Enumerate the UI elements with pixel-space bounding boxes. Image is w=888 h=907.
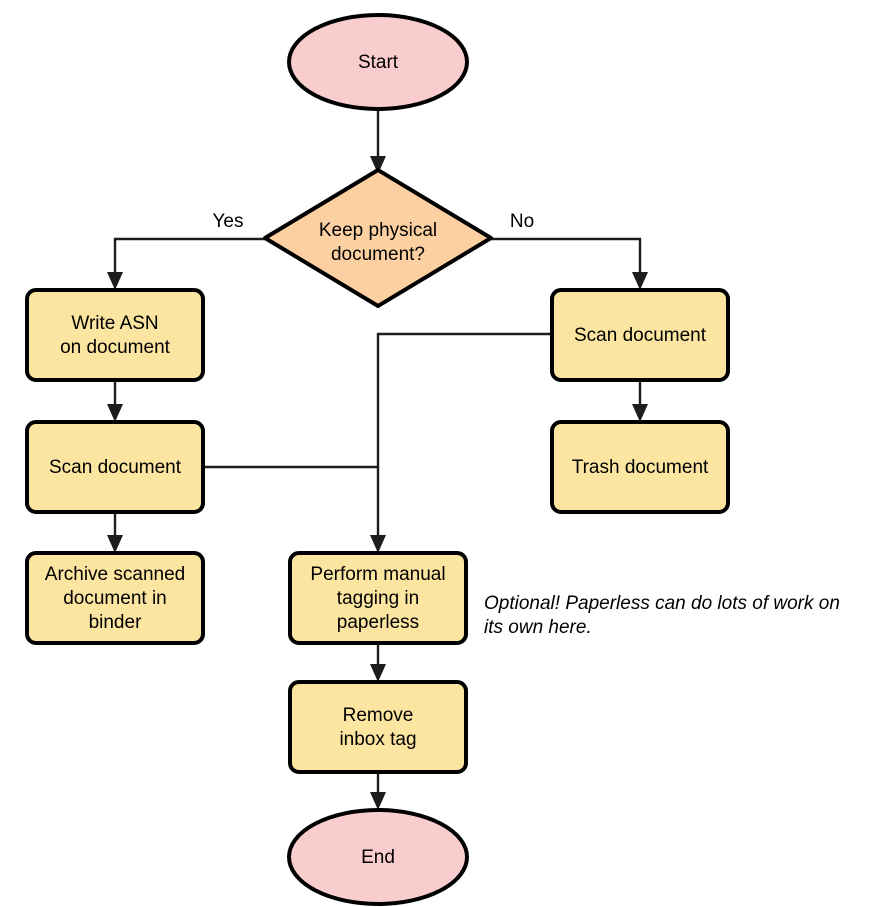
edge-line xyxy=(491,237,642,279)
node-scan-document-left[interactable]: Scan document xyxy=(25,420,205,514)
node-archive-binder-label-line2: document in xyxy=(63,588,167,609)
node-scan-document-left-shape[interactable] xyxy=(25,420,205,514)
node-write-asn-shape[interactable] xyxy=(25,288,205,382)
edge-start-to-decision xyxy=(370,110,386,174)
node-manual-tagging[interactable]: Perform manual tagging in paperless xyxy=(288,551,468,645)
node-write-asn[interactable]: Write ASN on document xyxy=(25,288,205,382)
edge-decision-yes-to-write-asn: Yes xyxy=(107,211,265,290)
node-write-asn-label-line2: on document xyxy=(60,337,171,358)
edge-manual-tagging-to-remove-inbox-tag xyxy=(370,643,386,682)
node-keep-physical-document-label-line1: Keep physical xyxy=(319,220,437,241)
annotation-optional-note-line2: its own here. xyxy=(484,617,592,638)
node-scan-document-right-shape[interactable] xyxy=(550,288,730,382)
node-archive-binder[interactable]: Archive scanned document in binder xyxy=(25,551,205,645)
node-trash-document-label: Trash document xyxy=(572,457,709,478)
arrowhead-icon xyxy=(370,664,386,682)
node-archive-binder-shape[interactable] xyxy=(25,551,205,645)
arrowhead-icon xyxy=(107,535,123,553)
edge-decision-no-to-scan-right: No xyxy=(491,211,648,290)
node-trash-document-shape[interactable] xyxy=(550,420,730,514)
edge-line xyxy=(376,332,552,542)
edge-label-yes: Yes xyxy=(213,211,244,232)
node-archive-binder-label-line3: binder xyxy=(89,612,142,633)
node-keep-physical-document-label-line2: document? xyxy=(331,244,425,265)
edge-line xyxy=(113,237,265,279)
node-end[interactable]: End xyxy=(287,808,469,906)
arrowhead-icon xyxy=(107,404,123,422)
node-start[interactable]: Start xyxy=(287,13,469,111)
annotation-optional-note-line1: Optional! Paperless can do lots of work … xyxy=(484,593,840,614)
arrowhead-icon xyxy=(107,272,123,290)
edges-layer: Yes No xyxy=(107,110,648,810)
node-keep-physical-document[interactable]: Keep physical document? xyxy=(263,168,493,308)
arrowhead-icon xyxy=(370,156,386,174)
edge-write-asn-to-scan-left xyxy=(107,380,123,422)
node-manual-tagging-label-line1: Perform manual xyxy=(310,564,445,585)
node-archive-binder-label-line1: Archive scanned xyxy=(45,564,185,585)
node-manual-tagging-label-line2: tagging in xyxy=(337,588,419,609)
edge-scan-left-to-archive xyxy=(107,512,123,553)
node-scan-document-left-label: Scan document xyxy=(49,457,182,478)
annotations-layer: Optional! Paperless can do lots of work … xyxy=(484,593,840,638)
arrowhead-icon xyxy=(370,792,386,810)
node-manual-tagging-shape[interactable] xyxy=(288,551,468,645)
node-remove-inbox-tag-label-line2: inbox tag xyxy=(339,729,416,750)
node-trash-document[interactable]: Trash document xyxy=(550,420,730,514)
edge-scan-right-to-trash xyxy=(632,380,648,422)
node-scan-document-right-label: Scan document xyxy=(574,325,707,346)
node-keep-physical-document-shape[interactable] xyxy=(263,168,493,308)
node-remove-inbox-tag[interactable]: Remove inbox tag xyxy=(288,680,468,774)
arrowhead-icon xyxy=(632,272,648,290)
edge-remove-inbox-tag-to-end xyxy=(370,772,386,810)
node-start-shape[interactable] xyxy=(287,13,469,111)
node-end-label: End xyxy=(361,847,395,868)
nodes-layer: Start Keep physical document? Write ASN … xyxy=(25,13,730,906)
arrowhead-icon xyxy=(370,535,386,553)
node-manual-tagging-label-line3: paperless xyxy=(337,612,419,633)
node-write-asn-label-line1: Write ASN xyxy=(71,313,158,334)
edge-label-no: No xyxy=(510,211,534,232)
annotation-optional-note: Optional! Paperless can do lots of work … xyxy=(484,593,840,638)
node-start-label: Start xyxy=(358,52,399,73)
node-scan-document-right[interactable]: Scan document xyxy=(550,288,730,382)
edge-scan-right-to-manual-tagging xyxy=(370,332,552,553)
node-end-shape[interactable] xyxy=(287,808,469,906)
arrowhead-icon xyxy=(632,404,648,422)
node-remove-inbox-tag-shape[interactable] xyxy=(288,680,468,774)
node-remove-inbox-tag-label-line1: Remove xyxy=(343,705,414,726)
